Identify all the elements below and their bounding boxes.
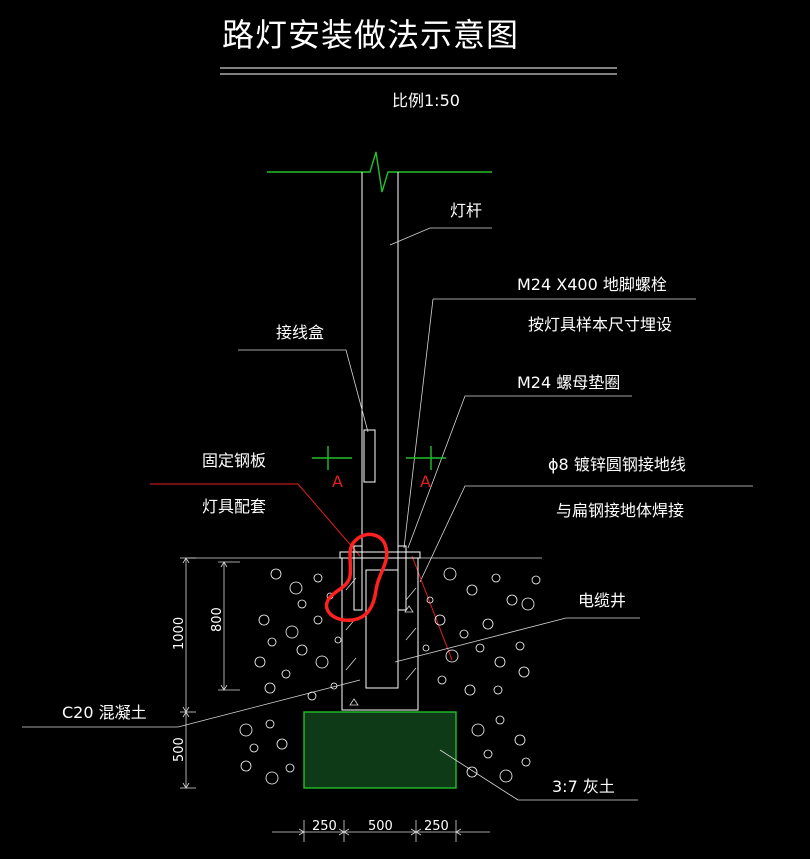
steel-plate bbox=[339, 551, 421, 559]
dim-500: 500 bbox=[172, 737, 187, 762]
lime-soil-leader bbox=[439, 749, 638, 801]
bolt-left bbox=[353, 545, 363, 611]
scale-label: 比例1:50 bbox=[392, 91, 460, 110]
junction-box-leader bbox=[238, 349, 369, 433]
concrete-leader bbox=[22, 679, 361, 728]
cable-well bbox=[365, 569, 399, 689]
bolt-right bbox=[397, 545, 407, 611]
dimension-left-vertical bbox=[180, 557, 240, 789]
dim-800: 800 bbox=[210, 607, 225, 632]
break-line bbox=[267, 151, 492, 193]
ground-leader bbox=[419, 485, 753, 583]
concrete-foundation bbox=[341, 557, 419, 711]
soil-aggregate-right bbox=[422, 567, 541, 783]
soil-aggregate-left bbox=[239, 568, 342, 785]
bolt-label-line2: 按灯具样本尺寸埋设 bbox=[528, 315, 672, 334]
section-mark-left-label: A bbox=[332, 472, 343, 491]
ground-label-line1: ϕ8 镀锌圆钢接地线 bbox=[548, 455, 686, 474]
dimension-bottom bbox=[272, 820, 490, 842]
lime-soil-label: 3:7 灰土 bbox=[552, 777, 615, 796]
ground-wire-red bbox=[411, 555, 453, 661]
lime-soil-block bbox=[303, 711, 457, 789]
red-highlight-annotation bbox=[324, 532, 389, 622]
junction-box bbox=[363, 429, 376, 483]
plate-label-line2: 灯具配套 bbox=[202, 497, 266, 516]
drawing-title: 路灯安装做法示意图 bbox=[222, 16, 519, 54]
nut-label: M24 螺母垫圈 bbox=[517, 373, 620, 392]
plate-label-line1: 固定钢板 bbox=[202, 451, 266, 470]
bolt-label-line1: M24 X400 地脚螺栓 bbox=[517, 275, 667, 294]
section-mark-right-label: A bbox=[420, 472, 431, 491]
cable-well-label: 电缆井 bbox=[578, 591, 626, 610]
plate-leader bbox=[150, 483, 361, 557]
junction-box-label: 接线盒 bbox=[276, 323, 324, 342]
concrete-label: C20 混凝土 bbox=[62, 703, 147, 722]
dim-1000: 1000 bbox=[172, 617, 187, 650]
dim-250-right: 250 bbox=[424, 819, 449, 834]
dim-500-bottom: 500 bbox=[368, 819, 393, 834]
dim-250-left: 250 bbox=[312, 819, 337, 834]
cable-well-leader bbox=[394, 617, 640, 663]
ground-label-line2: 与扁钢接地体焊接 bbox=[556, 501, 684, 520]
bolt-leader bbox=[403, 298, 434, 549]
pole-leader bbox=[389, 227, 492, 246]
pole-label: 灯杆 bbox=[450, 201, 482, 220]
nut-leader bbox=[407, 395, 632, 549]
